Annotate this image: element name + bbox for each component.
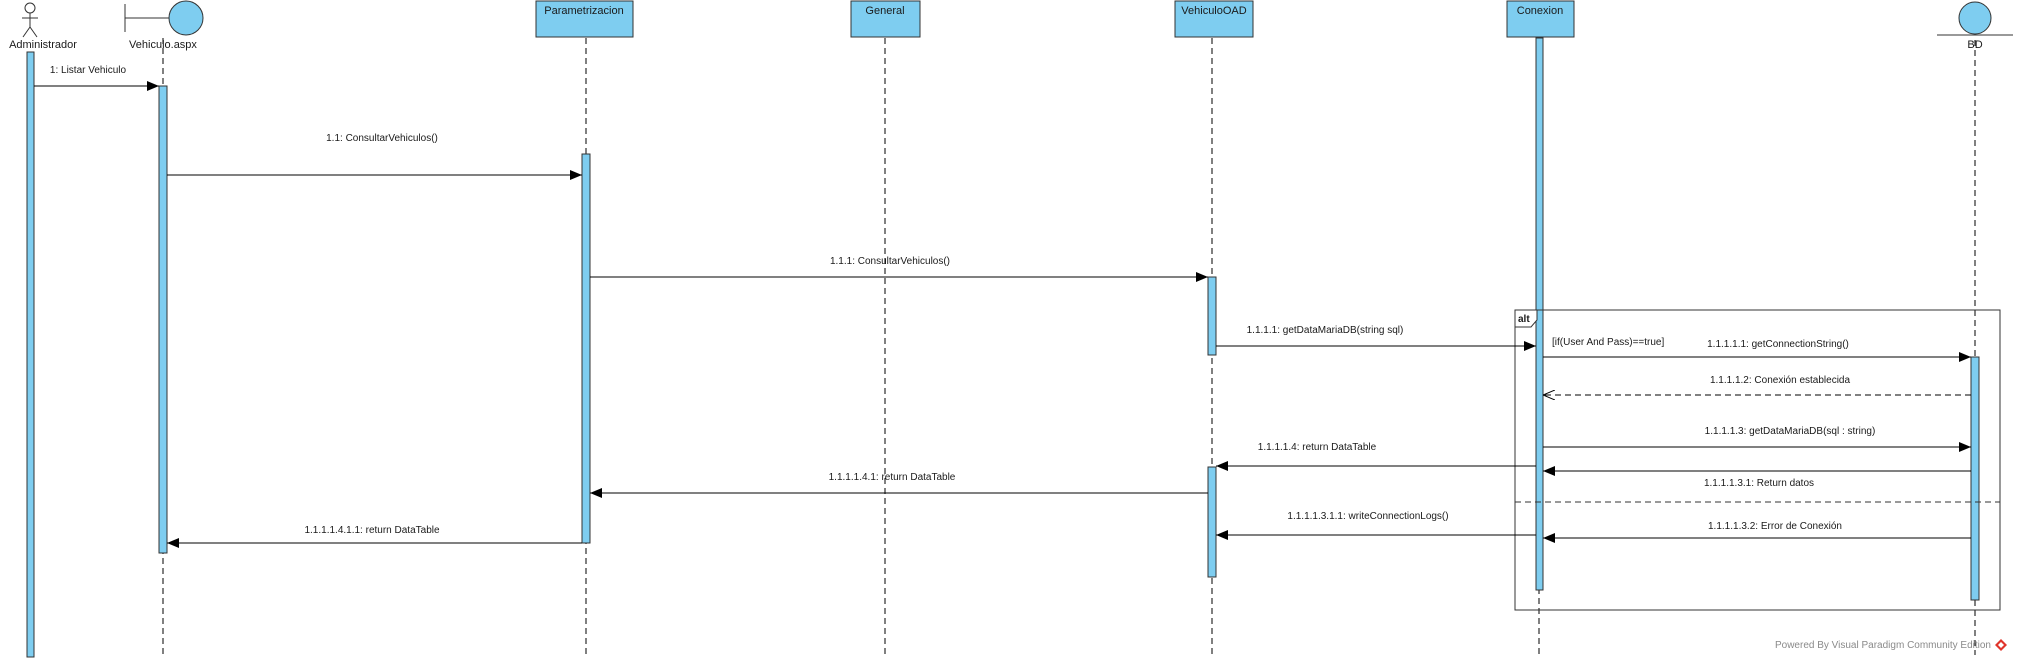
participant-box [850, 0, 921, 38]
message-label: 1.1.1.1: getDataMariaDB(string sql) [1247, 325, 1404, 336]
message-1-1-1-1-3-2[interactable]: 1.1.1.1.3.2: Error de Conexión [1543, 521, 1971, 543]
message-label: 1.1.1.1.3.2: Error de Conexión [1708, 521, 1842, 532]
message-1-1-1-1-1[interactable]: 1.1.1.1.1: getConnectionString() [1543, 339, 1971, 362]
message-1-1-1-1[interactable]: 1.1.1.1: getDataMariaDB(string sql) [1216, 325, 1536, 351]
activation-bar-parametrizacion [581, 153, 591, 544]
message-label: 1.1.1.1.2: Conexión establecida [1710, 375, 1851, 386]
participant-general[interactable]: General [850, 0, 921, 38]
message-label: 1.1.1.1.4: return DataTable [1258, 442, 1377, 453]
message-label: 1.1.1.1.4.1.1: return DataTable [304, 525, 440, 536]
messages: 1: Listar Vehiculo 1.1: ConsultarVehicul… [34, 65, 1971, 548]
participant-parametrizacion[interactable]: Parametrizacion [535, 0, 634, 38]
activation-bar-vehiculo-oad-1 [1207, 276, 1217, 356]
fragment-frame [1514, 309, 2001, 611]
participant-box [1506, 0, 1575, 38]
activation-bar-administrador [26, 51, 35, 658]
visual-paradigm-logo-icon [1995, 639, 2007, 651]
message-1[interactable]: 1: Listar Vehiculo [34, 65, 159, 91]
message-label: 1.1.1.1.1: getConnectionString() [1707, 339, 1849, 350]
participant-label: BD [1967, 39, 1982, 51]
message-1-1-1-1-3[interactable]: 1.1.1.1.3: getDataMariaDB(sql : string) [1543, 426, 1971, 452]
participant-box [535, 0, 634, 38]
participant-conexion[interactable]: Conexion [1506, 0, 1575, 38]
message-label: 1: Listar Vehiculo [50, 65, 127, 76]
participant-label: Vehiculo.aspx [129, 39, 197, 51]
actor-icon [22, 2, 38, 38]
activation-bars [26, 37, 1980, 658]
message-label: 1.1.1.1.3: getDataMariaDB(sql : string) [1705, 426, 1876, 437]
message-1-1-1-1-3-1-1[interactable]: 1.1.1.1.3.1.1: writeConnectionLogs() [1216, 511, 1536, 540]
message-1-1-1-1-4[interactable]: 1.1.1.1.4: return DataTable [1216, 442, 1536, 471]
participant-label: Parametrizacion [544, 5, 623, 17]
message-1-1-1-1-4-1[interactable]: 1.1.1.1.4.1: return DataTable [590, 472, 1208, 498]
message-label: 1.1.1: ConsultarVehiculos() [830, 256, 950, 267]
powered-by-text: Powered By Visual Paradigm Community Edi… [1774, 639, 1991, 651]
lifelines [162, 38, 1976, 655]
participant-box [1174, 0, 1254, 38]
participant-label: General [865, 5, 904, 17]
activation-bar-vehiculo-oad-2 [1207, 466, 1217, 578]
fragment-operator-tab [1514, 309, 1538, 328]
message-label: 1.1.1.1.3.1.1: writeConnectionLogs() [1287, 511, 1448, 522]
fragment-guard: [if(User And Pass)==true] [1552, 337, 1664, 348]
message-1-1-1[interactable]: 1.1.1: ConsultarVehiculos() [590, 256, 1208, 282]
activation-bar-vehiculo-aspx [158, 85, 168, 554]
message-label: 1.1.1.1.3.1: Return datos [1704, 478, 1814, 489]
powered-by-footer[interactable]: Powered By Visual Paradigm Community Edi… [1775, 639, 2007, 651]
participant-label: VehiculoOAD [1181, 5, 1246, 17]
message-label: 1.1.1.1.4.1: return DataTable [829, 472, 956, 483]
participant-vehiculo-oad[interactable]: VehiculoOAD [1174, 0, 1254, 38]
activation-bar-bd [1970, 356, 1980, 601]
message-1-1-1-1-3-1[interactable]: 1.1.1.1.3.1: Return datos [1543, 466, 1971, 489]
alt-fragment: alt [if(User And Pass)==true] [1514, 309, 2001, 611]
boundary-icon [124, 0, 204, 36]
participant-bd[interactable]: BD [1937, 1, 2013, 51]
participant-vehiculo-aspx[interactable]: Vehiculo.aspx [124, 0, 204, 51]
message-1-1-1-1-2[interactable]: 1.1.1.1.2: Conexión establecida [1543, 375, 1971, 395]
participant-label: Conexion [1517, 5, 1563, 17]
fragment-operator: alt [1518, 314, 1530, 325]
message-1-1[interactable]: 1.1: ConsultarVehiculos() [167, 133, 582, 180]
participant-administrador[interactable]: Administrador [9, 2, 77, 51]
message-label: 1.1: ConsultarVehiculos() [326, 133, 438, 144]
message-1-1-1-1-4-1-1[interactable]: 1.1.1.1.4.1.1: return DataTable [167, 525, 582, 548]
participant-label: Administrador [9, 39, 77, 51]
entity-icon [1937, 1, 2013, 36]
